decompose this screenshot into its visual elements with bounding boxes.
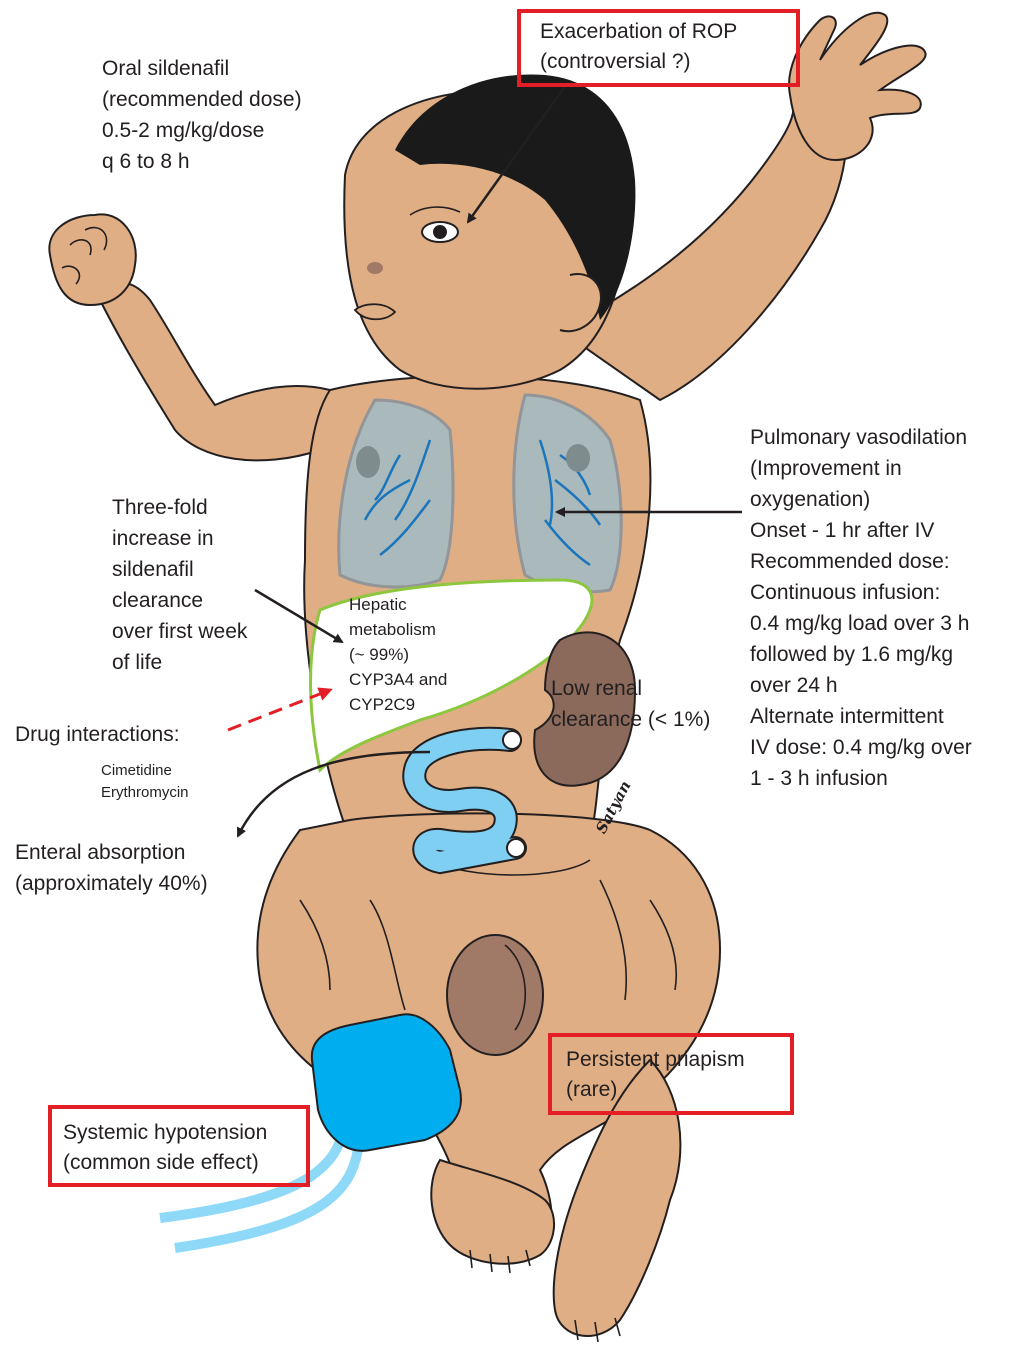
renal-label: Low renal clearance (< 1%) (551, 673, 710, 735)
enteral-line: (approximately 40%) (15, 868, 208, 899)
hepatic-line: CYP3A4 and (349, 667, 447, 692)
clearance-line: clearance (112, 585, 247, 616)
enteral-label: Enteral absorption (approximately 40%) (15, 837, 208, 899)
oral-dose-line: 0.5-2 mg/kg/dose (102, 115, 302, 146)
oral-dose-line: (recommended dose) (102, 84, 302, 115)
pulmonary-line: (Improvement in (750, 453, 972, 484)
drug-item: Erythromycin (101, 782, 189, 804)
drug-item: Cimetidine (101, 760, 189, 782)
pulmonary-line: Recommended dose: (750, 546, 972, 577)
pulmonary-line: IV dose: 0.4 mg/kg over (750, 732, 972, 763)
pulmonary-line: followed by 1.6 mg/kg (750, 639, 972, 670)
clearance-line: Three-fold (112, 492, 247, 523)
pulmonary-label: Pulmonary vasodilation (Improvement in o… (750, 422, 972, 794)
priapism-line: (rare) (566, 1075, 745, 1105)
renal-line: Low renal (551, 673, 710, 704)
hypotension-label: Systemic hypotension (common side effect… (63, 1118, 267, 1178)
hypotension-line: (common side effect) (63, 1148, 267, 1178)
rop-line: (controversial ?) (540, 47, 737, 77)
hepatic-line: (~ 99%) (349, 642, 447, 667)
hepatic-label: Hepatic metabolism (~ 99%) CYP3A4 and CY… (349, 592, 447, 717)
clearance-label: Three-fold increase in sildenafil cleara… (112, 492, 247, 678)
interactions-drugs: Cimetidine Erythromycin (101, 760, 189, 804)
pulmonary-line: Pulmonary vasodilation (750, 422, 972, 453)
hepatic-line: CYP2C9 (349, 692, 447, 717)
pulmonary-line: Alternate intermittent (750, 701, 972, 732)
clearance-line: of life (112, 647, 247, 678)
priapism-line: Persistent priapism (566, 1045, 745, 1075)
pulmonary-line: 1 - 3 h infusion (750, 763, 972, 794)
pulmonary-line: Continuous infusion: (750, 577, 972, 608)
oral-dose-label: Oral sildenafil (recommended dose) 0.5-2… (102, 53, 302, 177)
oral-dose-line: Oral sildenafil (102, 53, 302, 84)
hypotension-line: Systemic hypotension (63, 1118, 267, 1148)
hepatic-line: Hepatic (349, 592, 447, 617)
rop-label: Exacerbation of ROP (controversial ?) (540, 17, 737, 77)
oral-dose-line: q 6 to 8 h (102, 146, 302, 177)
clearance-line: sildenafil (112, 554, 247, 585)
enteral-line: Enteral absorption (15, 837, 208, 868)
interactions-title: Drug interactions: (15, 719, 180, 750)
pulmonary-line: Onset - 1 hr after IV (750, 515, 972, 546)
pulmonary-line: over 24 h (750, 670, 972, 701)
genitals (447, 935, 543, 1055)
rop-line: Exacerbation of ROP (540, 17, 737, 47)
clearance-line: increase in (112, 523, 247, 554)
renal-line: clearance (< 1%) (551, 704, 710, 735)
priapism-label: Persistent priapism (rare) (566, 1045, 745, 1105)
clearance-line: over first week (112, 616, 247, 647)
bp-cuff (312, 1014, 461, 1151)
pulmonary-line: oxygenation) (750, 484, 972, 515)
hepatic-line: metabolism (349, 617, 447, 642)
left-arm (100, 283, 330, 460)
pulmonary-line: 0.4 mg/kg load over 3 h (750, 608, 972, 639)
raised-hand (789, 13, 926, 160)
